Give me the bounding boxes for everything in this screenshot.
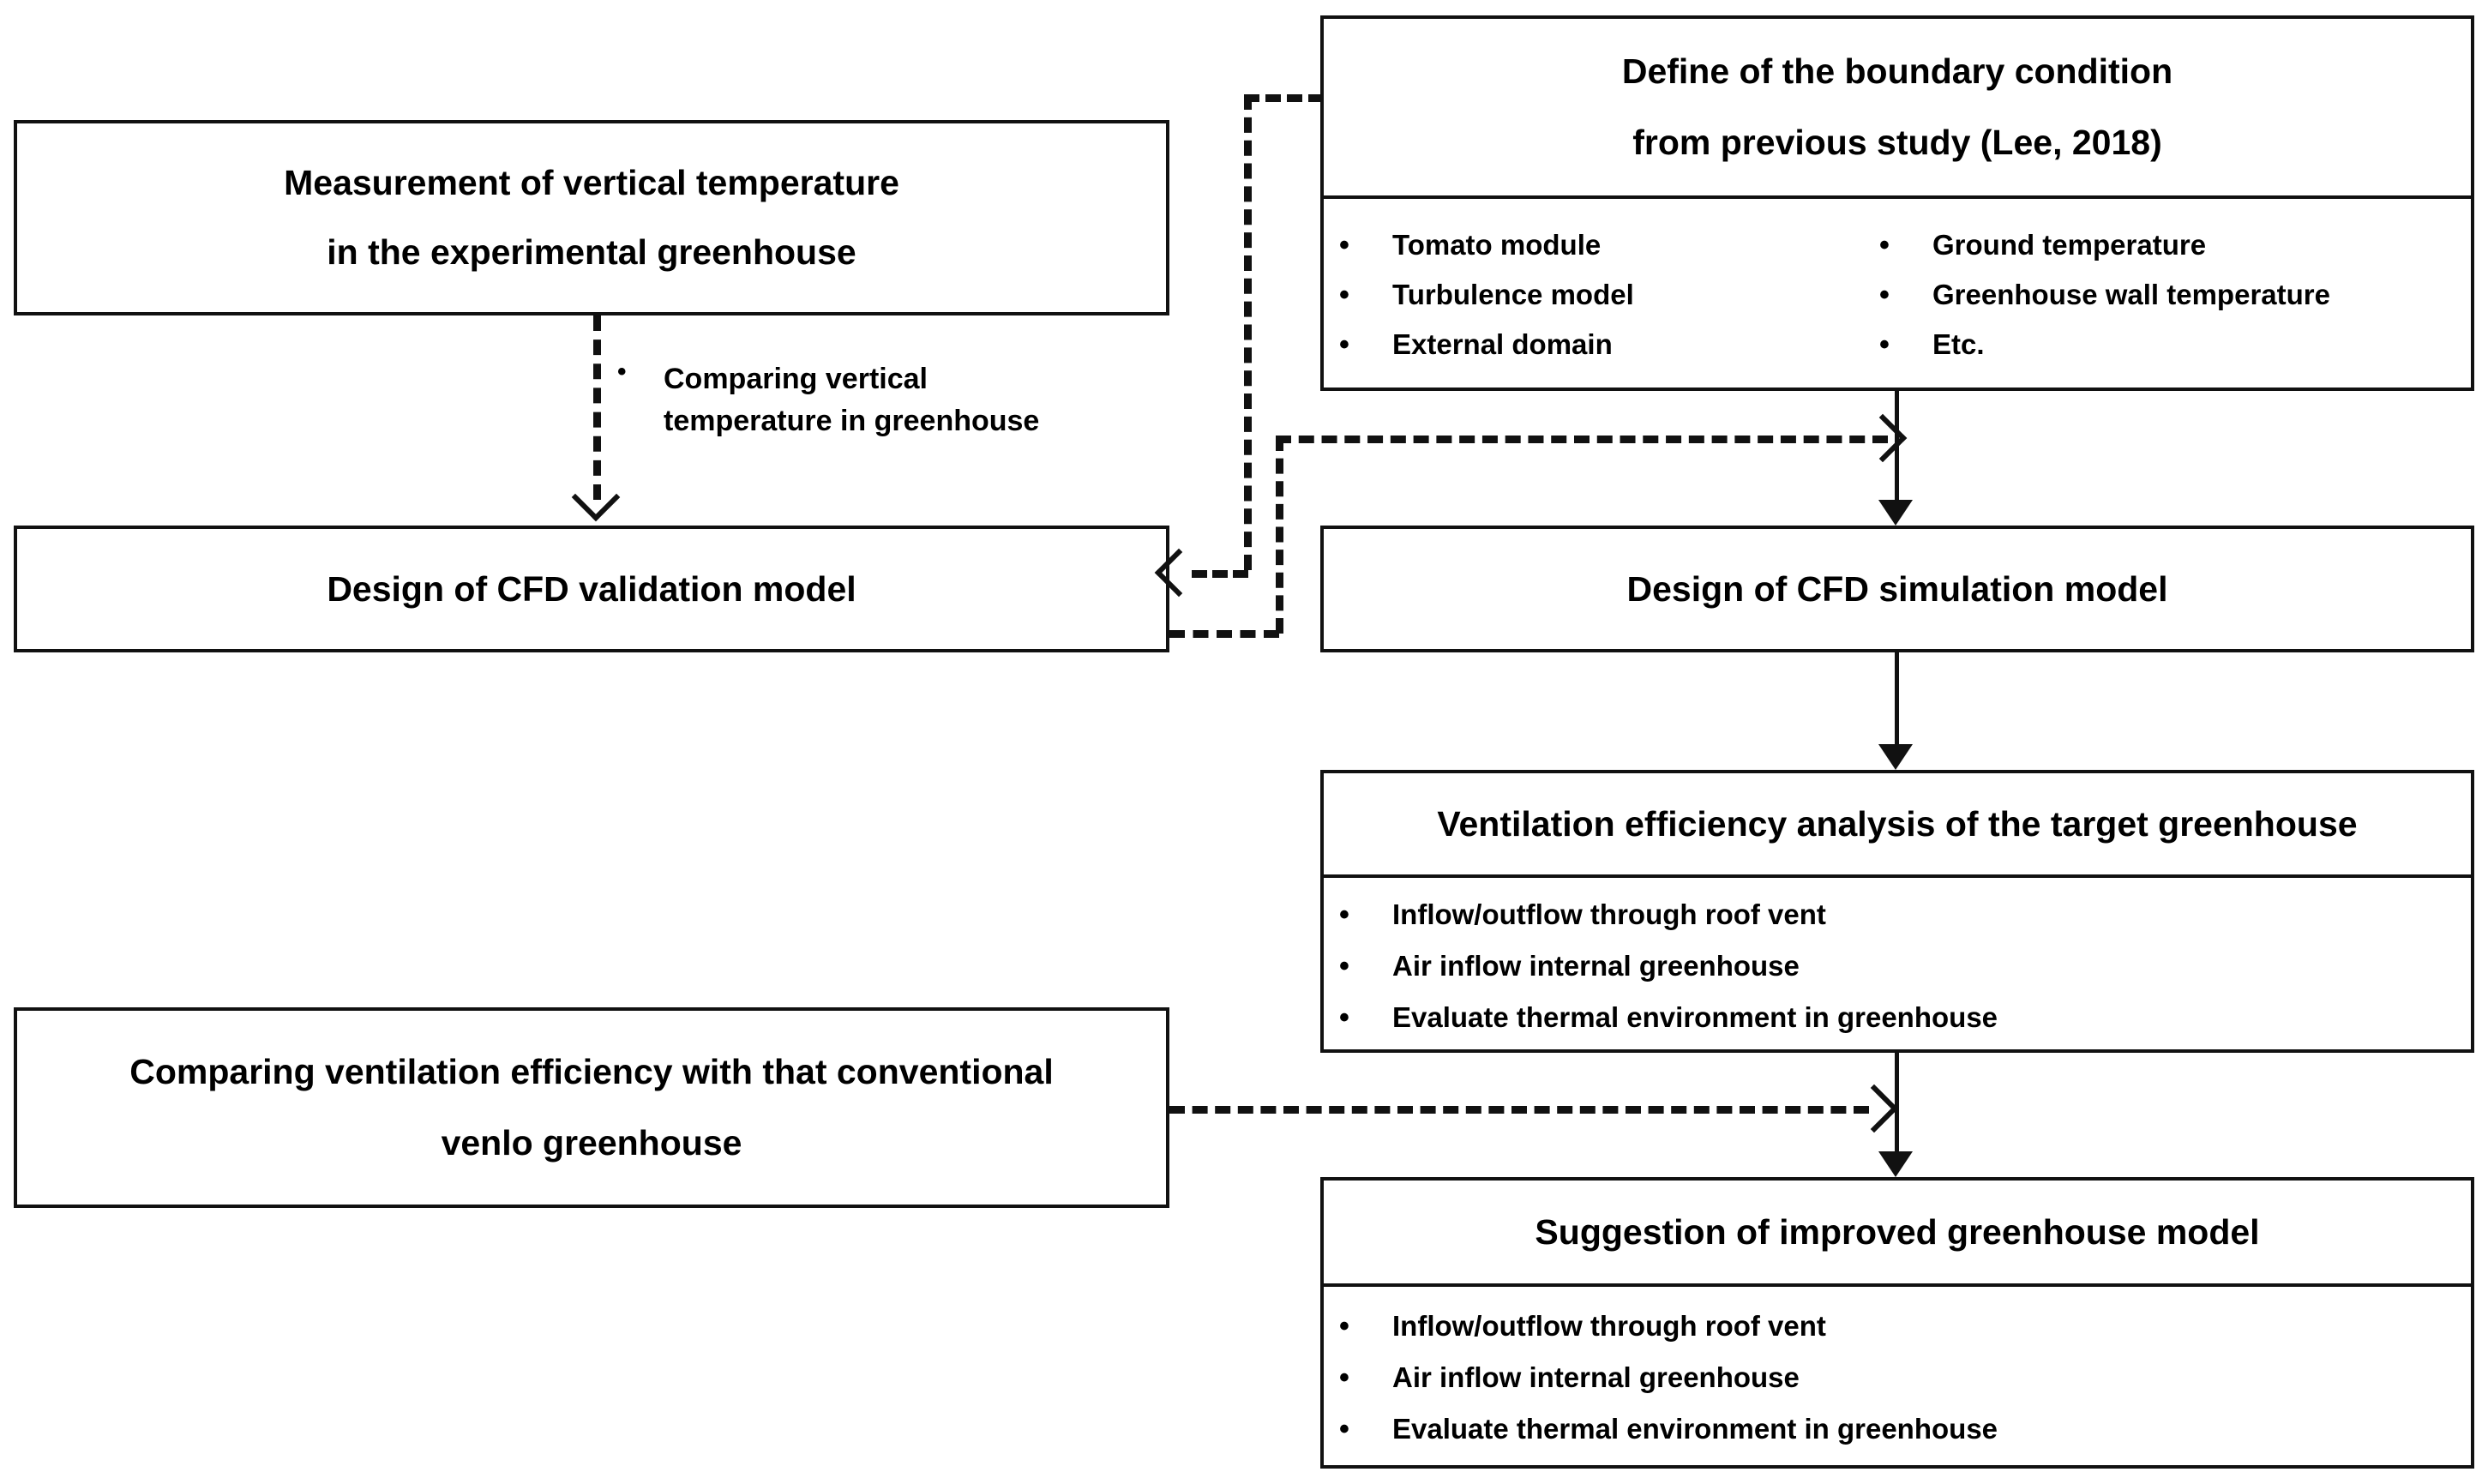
bullet-dot-icon: • <box>1339 898 1349 931</box>
arrow-head-right-icon <box>1858 413 1908 463</box>
annotation-line2: temperature in greenhouse <box>664 405 1040 438</box>
connector-measurement-to-validation <box>593 315 601 500</box>
connector-to-validation-horizontal <box>1192 570 1248 578</box>
bullet-item: • Greenhouse wall temperature <box>1879 279 2445 311</box>
box-cfd-simulation-line1: Design of CFD simulation model <box>1626 568 2168 609</box>
box-suggestion-header: Suggestion of improved greenhouse model <box>1324 1181 2471 1283</box>
connector-comparing-to-suggestion <box>1169 1106 1869 1114</box>
bullet-dot-icon: • <box>1339 1413 1349 1445</box>
bullet-text: Turbulence model <box>1392 279 1634 310</box>
bullet-dot-icon: • <box>1339 229 1349 261</box>
bullet-dot-icon: • <box>1879 279 1890 311</box>
bullet-dot-icon: • <box>1879 328 1890 361</box>
connector-boundary-tap-vertical <box>1244 94 1252 570</box>
annotation-text: Comparing vertical temperature in greenh… <box>664 358 1039 443</box>
bullet-column: • Inflow/outflow through roof vent • Air… <box>1339 883 2471 1049</box>
annotation-bullet-dot-icon: • <box>617 357 627 386</box>
box-boundary-condition: Define of the boundary condition from pr… <box>1320 15 2474 391</box>
bullet-text: Tomato module <box>1392 229 1602 261</box>
bullet-item: • Ground temperature <box>1879 229 2445 261</box>
bullet-item: • External domain <box>1339 328 1879 361</box>
bullet-item: • Air inflow internal greenhouse <box>1339 950 2471 982</box>
box-measurement-vertical-temperature: Measurement of vertical temperature in t… <box>14 120 1169 315</box>
box-suggestion-divider <box>1324 1283 2471 1287</box>
bullet-item: • Evaluate thermal environment in greenh… <box>1339 1001 2471 1034</box>
box-ventilation-bullets: • Inflow/outflow through roof vent • Air… <box>1324 883 2471 1049</box>
bullet-item: • Inflow/outflow through roof vent <box>1339 898 2471 931</box>
bullet-text: Air inflow internal greenhouse <box>1392 1361 1800 1393</box>
annotation-line1: Comparing vertical <box>664 363 928 395</box>
box-measurement-line1: Measurement of vertical temperature <box>284 163 899 202</box>
box-cfd-validation-model: Design of CFD validation model <box>14 526 1169 652</box>
bullet-dot-icon: • <box>1339 1361 1349 1394</box>
bullet-text: Greenhouse wall temperature <box>1932 279 2330 310</box>
bullet-text: Inflow/outflow through roof vent <box>1392 898 1826 930</box>
box-boundary-condition-line1: Define of the boundary condition <box>1621 51 2173 91</box>
box-comparing-ventilation-line2: venlo greenhouse <box>441 1123 742 1163</box>
bullet-dot-icon: • <box>1879 229 1890 261</box>
bullet-item: • Inflow/outflow through roof vent <box>1339 1310 2471 1343</box>
box-measurement-line2: in the experimental greenhouse <box>327 232 856 272</box>
bullet-text: Inflow/outflow through roof vent <box>1392 1310 1826 1342</box>
bullet-dot-icon: • <box>1339 279 1349 311</box>
bullet-item: • Etc. <box>1879 328 2445 361</box>
bullet-dot-icon: • <box>1339 950 1349 982</box>
bullet-column: • Inflow/outflow through roof vent • Air… <box>1339 1292 2471 1463</box>
connector-boundary-to-simulation <box>1895 391 1899 502</box>
box-suggestion-bullets: • Inflow/outflow through roof vent • Air… <box>1324 1292 2471 1463</box>
annotation-comparing-vertical-temperature: • Comparing vertical temperature in gree… <box>617 358 1166 443</box>
box-ventilation-line1: Ventilation efficiency analysis of the t… <box>1437 803 2358 844</box>
bullet-column-right: • Ground temperature • Greenhouse wall t… <box>1879 202 2445 388</box>
bullet-text: Evaluate thermal environment in greenhou… <box>1392 1413 1998 1445</box>
bullet-item: • Air inflow internal greenhouse <box>1339 1361 2471 1394</box>
box-ventilation-efficiency-analysis: Ventilation efficiency analysis of the t… <box>1320 770 2474 1053</box>
connector-boundary-tap-horizontal <box>1244 94 1324 102</box>
connector-validation-riser-vertical <box>1276 436 1283 634</box>
bullet-text: External domain <box>1392 328 1613 360</box>
box-boundary-condition-divider <box>1324 195 2471 199</box>
box-cfd-validation-line1: Design of CFD validation model <box>327 568 856 609</box>
bullet-text: Etc. <box>1932 328 1985 360</box>
box-cfd-simulation-model: Design of CFD simulation model <box>1320 526 2474 652</box>
connector-simulation-to-ventilation <box>1895 652 1899 748</box>
box-boundary-condition-header: Define of the boundary condition from pr… <box>1324 19 2471 195</box>
arrow-head-down-solid-icon <box>1878 1151 1913 1177</box>
bullet-text: Air inflow internal greenhouse <box>1392 950 1800 982</box>
box-ventilation-divider <box>1324 874 2471 878</box>
bullet-item: • Turbulence model <box>1339 279 1879 311</box>
bullet-column-left: • Tomato module • Turbulence model • Ext… <box>1339 202 1879 388</box>
box-suggestion-line1: Suggestion of improved greenhouse model <box>1535 1211 2260 1252</box>
connector-validation-to-simulation-horizontal <box>1276 436 1888 443</box>
bullet-dot-icon: • <box>1339 1310 1349 1343</box>
bullet-item: • Evaluate thermal environment in greenh… <box>1339 1413 2471 1445</box>
box-comparing-ventilation-line1: Comparing ventilation efficiency with th… <box>129 1052 1054 1091</box>
box-boundary-condition-line2: from previous study (Lee, 2018) <box>1632 123 2162 162</box>
connector-ventilation-to-suggestion <box>1895 1053 1899 1154</box>
bullet-item: • Tomato module <box>1339 229 1879 261</box>
arrow-head-right-icon <box>1849 1084 1899 1133</box>
connector-validation-bottom-horizontal <box>1169 630 1279 638</box>
box-ventilation-header: Ventilation efficiency analysis of the t… <box>1324 773 2471 874</box>
bullet-text: Ground temperature <box>1932 229 2207 261</box>
arrow-head-down-solid-icon <box>1878 500 1913 526</box>
box-suggestion-improved-greenhouse-model: Suggestion of improved greenhouse model … <box>1320 1177 2474 1469</box>
arrow-head-down-solid-icon <box>1878 744 1913 770</box>
bullet-dot-icon: • <box>1339 1001 1349 1034</box>
bullet-text: Evaluate thermal environment in greenhou… <box>1392 1001 1998 1033</box>
box-boundary-condition-bullets: • Tomato module • Turbulence model • Ext… <box>1324 202 2471 388</box>
arrow-head-down-icon <box>571 472 621 522</box>
box-comparing-ventilation-efficiency: Comparing ventilation efficiency with th… <box>14 1007 1169 1208</box>
bullet-dot-icon: • <box>1339 328 1349 361</box>
